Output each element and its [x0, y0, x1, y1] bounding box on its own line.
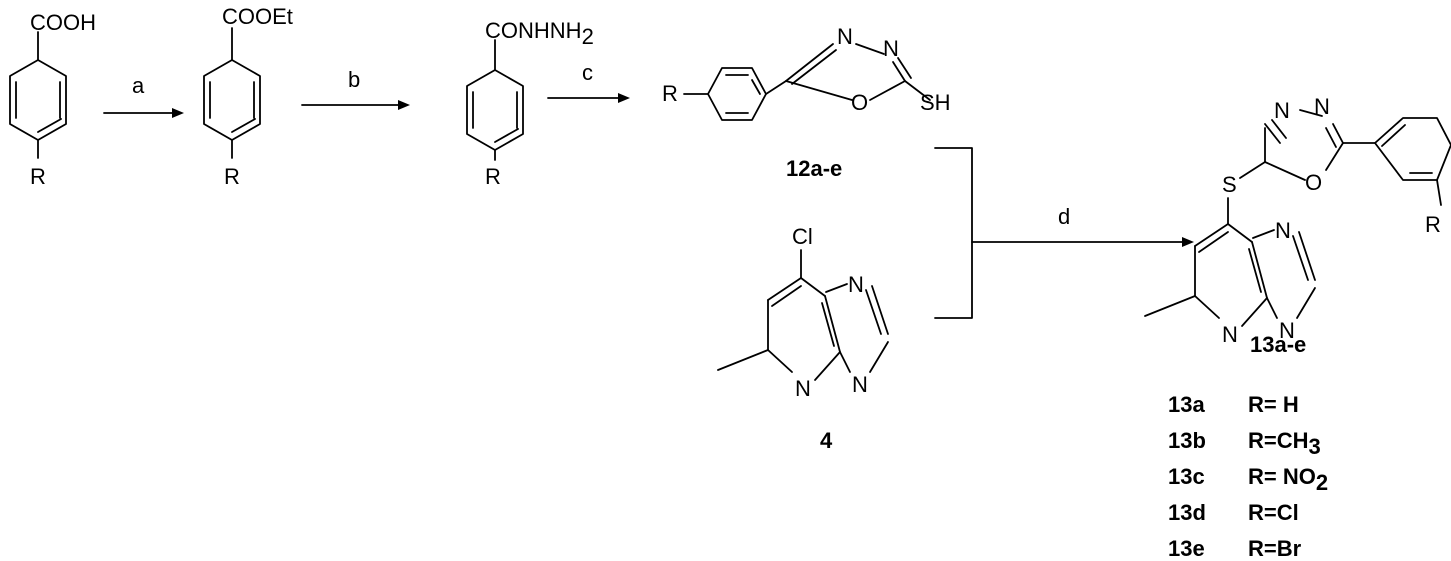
- n-atom: N: [852, 372, 868, 397]
- n-atom: N: [1222, 322, 1238, 347]
- substituent-legend: 13a R= H 13b R=CH3 13c R= NO2 13d R=Cl 1…: [1168, 392, 1328, 561]
- o-atom: O: [1305, 170, 1322, 195]
- r-label: R: [224, 164, 240, 189]
- benzohydrazide: CONHNH2 R: [466, 18, 594, 189]
- n-atom: N: [1275, 218, 1291, 243]
- legend-r: R= H: [1248, 392, 1299, 417]
- compound-4: Cl N N N 4: [717, 224, 889, 453]
- compound-4-label: 4: [820, 428, 833, 453]
- n-atom: N: [1314, 94, 1330, 119]
- arrow-a: a: [103, 73, 184, 118]
- n-atom: N: [848, 272, 864, 297]
- o-atom: O: [851, 90, 868, 115]
- compound-12-label: 12a-e: [786, 156, 842, 181]
- ethyl-benzoate: COOEt R: [203, 4, 293, 189]
- arrow-c: c: [547, 60, 630, 103]
- cooh-label: COOH: [30, 10, 96, 35]
- r-label: R: [1425, 212, 1441, 237]
- legend-id: 13c: [1168, 464, 1205, 489]
- legend-id: 13a: [1168, 392, 1205, 417]
- n-atom: N: [883, 36, 899, 61]
- legend-id: 13e: [1168, 536, 1205, 561]
- legend-r: R=Br: [1248, 536, 1302, 561]
- legend-id: 13d: [1168, 500, 1206, 525]
- step-d-label: d: [1058, 204, 1070, 229]
- arrow-d: d: [971, 204, 1194, 247]
- step-b-label: b: [348, 67, 360, 92]
- legend-r: R= NO2: [1248, 464, 1328, 495]
- legend-id: 13b: [1168, 428, 1206, 453]
- benzoic-acid: COOH R: [9, 10, 96, 189]
- sh-label: SH: [920, 90, 951, 115]
- n-atom: N: [795, 376, 811, 401]
- compound-12: R N N O SH 12a-e: [662, 24, 951, 181]
- cooet-label: COOEt: [222, 4, 293, 29]
- r-label: R: [662, 81, 678, 106]
- combine-bracket: [934, 147, 973, 319]
- compound-13-label: 13a-e: [1250, 332, 1306, 357]
- r-label: R: [485, 164, 501, 189]
- n-atom: N: [837, 24, 853, 49]
- legend-r: R=Cl: [1248, 500, 1299, 525]
- compound-13: N N O R S N N N 13a-e: [1144, 94, 1451, 357]
- hydrazide-label: CONHNH2: [485, 18, 594, 49]
- n-atom: N: [1274, 98, 1290, 123]
- step-c-label: c: [582, 60, 593, 85]
- r-label: R: [30, 164, 46, 189]
- step-a-label: a: [132, 73, 145, 98]
- n-atom: N: [1279, 318, 1295, 343]
- arrow-b: b: [301, 67, 410, 110]
- legend-r: R=CH3: [1248, 428, 1321, 459]
- s-atom: S: [1222, 172, 1237, 197]
- cl-label: Cl: [792, 224, 813, 249]
